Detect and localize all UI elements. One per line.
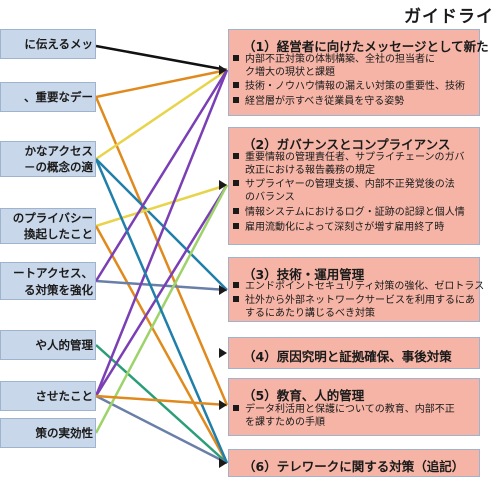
connector-line bbox=[95, 44, 228, 72]
page-title: ガイドライ bbox=[404, 7, 494, 27]
left-item-line1: 策の実効性 bbox=[35, 426, 94, 440]
left-item: ートアクセス、 る対策を強化 bbox=[0, 262, 96, 300]
bullet-continuation: のバランス bbox=[245, 192, 295, 203]
left-item: させたこと bbox=[0, 381, 96, 411]
left-item: や人的管理 bbox=[0, 330, 96, 360]
left-item: 策の実効性 bbox=[0, 418, 96, 448]
arrowhead-icon bbox=[219, 348, 227, 358]
section-heading: （3）技術・運用管理 bbox=[243, 267, 365, 282]
bullet-continuation: ク増大の現状と課題 bbox=[245, 67, 335, 78]
bullet-item: 内部不正対策の体制構築、全社の担当者に bbox=[233, 54, 435, 66]
connector-line bbox=[95, 344, 228, 464]
connector-lines bbox=[94, 44, 229, 468]
connector-line bbox=[95, 158, 228, 291]
left-item: 、重要なデー bbox=[0, 82, 96, 112]
left-item-line1: や人的管理 bbox=[35, 338, 94, 352]
left-item-line2: 換起したこと bbox=[24, 227, 93, 241]
section-heading: （5）教育、人的管理 bbox=[243, 388, 365, 403]
section-heading: （1）経営者に向けたメッセージとして新た bbox=[243, 39, 489, 54]
bullet-item: エンドポイントセキュリティ対策の強化、ゼロトラス bbox=[233, 281, 484, 293]
connector-line bbox=[94, 225, 229, 464]
guideline-section: （2）ガバナンスとコンプライアンス 重要情報の管理責任者、サプライチェーンのガバ… bbox=[228, 127, 480, 245]
connector-line bbox=[94, 69, 229, 282]
left-item: かなアクセス －の概念の適 bbox=[0, 141, 96, 177]
left-item-line2: －の概念の適 bbox=[24, 160, 93, 174]
guideline-section: （5）教育、人的管理 データ利活用と保護についての教育、内部不正 を課すための手… bbox=[228, 378, 480, 436]
arrowhead-icon bbox=[219, 400, 227, 410]
connector-line bbox=[94, 69, 229, 397]
connector-line bbox=[95, 183, 228, 228]
arrowhead-icon bbox=[219, 65, 227, 75]
bullet-continuation: を課すための手順 bbox=[245, 417, 325, 428]
left-item-line2: る対策を強化 bbox=[24, 283, 93, 297]
arrowhead-icon bbox=[219, 285, 227, 295]
left-item: のプライバシー 換起したこと bbox=[0, 208, 96, 244]
diagram: ガイドライ に伝えるメッ 、重要なデー かなアクセス －の概念の適 のプライバシ… bbox=[0, 0, 480, 480]
left-item-line1: させたこと bbox=[35, 389, 94, 403]
bullet-item: 社外から外部ネットワークサービスを利用するにあ bbox=[233, 295, 475, 307]
left-item-line1: ートアクセス、 bbox=[13, 266, 93, 280]
arrowhead-icon bbox=[219, 180, 227, 190]
left-item-line1: かなアクセス bbox=[24, 144, 93, 158]
connector-line bbox=[95, 279, 228, 292]
left-item-line1: 、重要なデー bbox=[24, 90, 93, 104]
bullet-item: 情報システムにおけるログ・証跡の記録と個人情 bbox=[233, 207, 465, 219]
connector-line bbox=[95, 68, 228, 161]
connector-line bbox=[94, 158, 229, 464]
left-item-line1: のプライバシー bbox=[12, 211, 93, 225]
connector-line bbox=[94, 96, 229, 406]
bullet-continuation: 改正における報告義務の規定 bbox=[245, 165, 375, 176]
guideline-section: （4）原因究明と証拠確保、事後対策 bbox=[228, 337, 480, 369]
section-heading: （4）原因究明と証拠確保、事後対策 bbox=[243, 349, 452, 364]
section-heading: （2）ガバナンスとコンプライアンス bbox=[243, 137, 451, 152]
bullet-item: 雇用流動化によって深刻さが増す雇用終了時 bbox=[233, 222, 444, 234]
connector-line bbox=[95, 394, 228, 407]
bullet-item: 技術・ノウハウ情報の漏えい対策の重要性、技術 bbox=[233, 81, 465, 93]
left-item-line1: に伝えるメッ bbox=[24, 37, 93, 51]
left-item: に伝えるメッ bbox=[0, 29, 96, 59]
section-heading: （6）テレワークに関する対策（追記） bbox=[243, 459, 465, 474]
connector-line bbox=[95, 68, 228, 99]
connector-line bbox=[95, 394, 228, 465]
bullet-continuation: するにあたり講じるべき対策 bbox=[245, 308, 375, 319]
guideline-section: （3）技術・運用管理 エンドポイントセキュリティ対策の強化、ゼロトラス 社外から… bbox=[228, 257, 484, 322]
bullet-item: 重要情報の管理責任者、サプライチェーンのガバ bbox=[233, 152, 465, 164]
guideline-section: （6）テレワークに関する対策（追記） bbox=[228, 449, 480, 477]
bullet-item: 経営層が示すべき従業員を守る姿勢 bbox=[233, 96, 404, 108]
arrowhead-icon bbox=[219, 458, 227, 468]
bullet-item: サプライヤーの管理支援、内部不正発覚後の法 bbox=[233, 179, 455, 191]
connector-line bbox=[94, 184, 229, 397]
bullet-item: データ利活用と保護についての教育、内部不正 bbox=[233, 404, 455, 416]
guideline-section: （1）経営者に向けたメッセージとして新た 内部不正対策の体制構築、全社の担当者に… bbox=[228, 29, 489, 116]
